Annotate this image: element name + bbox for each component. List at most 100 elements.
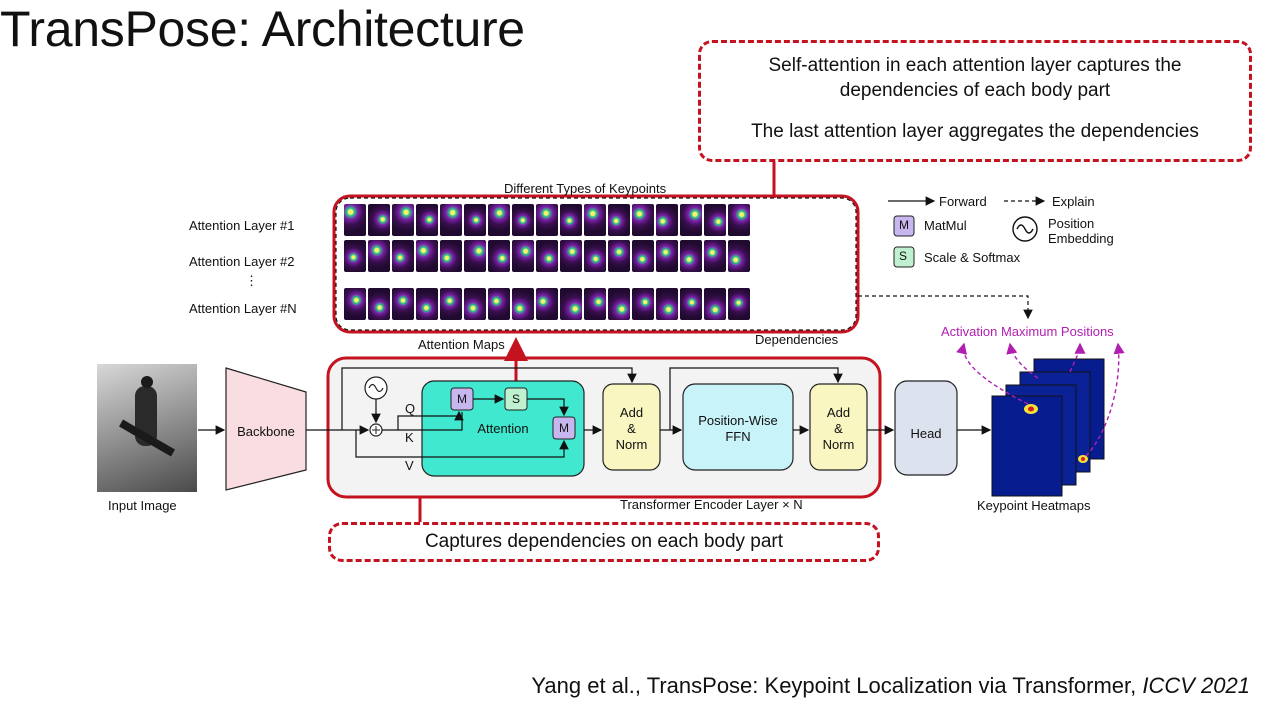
attention-map-thumbnail <box>488 240 510 272</box>
q-label: Q <box>405 401 416 416</box>
attention-map-thumbnail <box>392 240 414 272</box>
attention-map-thumbnail <box>440 204 462 236</box>
callout-bottom-text: Captures dependencies on each body part <box>424 531 784 552</box>
callout-self-attention: Self-attention in each attention layer c… <box>698 40 1252 162</box>
matmul-letter-1: M <box>457 392 467 406</box>
explain-arrow <box>858 295 1033 320</box>
head-label: Head <box>910 426 942 441</box>
legend-embedding: Embedding <box>1048 231 1114 246</box>
activation-positions-label: Activation Maximum Positions <box>941 324 1114 339</box>
attention-map-thumbnail <box>512 240 534 272</box>
attention-map-thumbnail <box>536 288 558 320</box>
legend-matmul: MatMul <box>924 218 967 233</box>
attention-map-thumbnail <box>680 240 702 272</box>
callout-captures-dependencies: Captures dependencies on each body part <box>328 522 880 562</box>
attention-map-thumbnail <box>656 204 678 236</box>
attention-map-thumbnail <box>560 288 582 320</box>
attention-map-thumbnail <box>464 204 486 236</box>
attention-map-thumbnail <box>512 204 534 236</box>
matmul-letter-2: M <box>559 421 569 435</box>
attention-map-thumbnail <box>680 288 702 320</box>
attention-layer-2-label: Attention Layer #2 <box>189 254 295 269</box>
attention-map-thumbnail <box>704 204 726 236</box>
attention-maps-highlight <box>332 194 860 334</box>
attention-map-thumbnail <box>464 288 486 320</box>
attention-layer-n-label: Attention Layer #N <box>189 301 297 316</box>
softmax-letter: S <box>511 392 520 406</box>
attention-map-thumbnail <box>416 240 438 272</box>
slide-title: TransPose: Architecture <box>0 1 525 57</box>
different-keypoints-label: Different Types of Keypoints <box>504 181 667 196</box>
attention-map-thumbnail <box>416 288 438 320</box>
attention-map-thumbnail <box>608 240 630 272</box>
input-image-label: Input Image <box>108 498 177 513</box>
attention-map-thumbnail <box>392 204 414 236</box>
attention-map-thumbnail <box>440 288 462 320</box>
attention-map-thumbnail <box>680 204 702 236</box>
callout-top-line-3: The last attention layer aggregates the … <box>751 121 1199 142</box>
attention-map-thumbnail <box>584 240 606 272</box>
backbone-label: Backbone <box>237 424 295 439</box>
legend-position: Position <box>1048 216 1095 231</box>
attention-map-thumbnail <box>728 240 750 272</box>
attention-map-thumbnail <box>656 288 678 320</box>
attention-map-thumbnail <box>416 204 438 236</box>
vertical-ellipsis: ⋮ <box>245 273 258 288</box>
attention-map-thumbnail <box>536 204 558 236</box>
dependencies-label: Dependencies <box>755 332 839 347</box>
attention-map-thumbnail <box>704 288 726 320</box>
add-norm-label-1: Add&Norm <box>615 405 648 452</box>
legend-forward: Forward <box>939 194 987 209</box>
attention-map-thumbnail <box>512 288 534 320</box>
v-label: V <box>405 458 414 473</box>
attention-map-thumbnail <box>440 240 462 272</box>
attention-map-thumbnail <box>368 204 390 236</box>
add-norm-block-1 <box>602 383 661 471</box>
legend-scale-softmax: Scale & Softmax <box>924 250 1021 265</box>
ffn-block <box>682 383 794 471</box>
legend-s-letter: S <box>899 249 908 263</box>
attention-map-thumbnail <box>536 240 558 272</box>
attention-map-thumbnail <box>392 288 414 320</box>
attention-map-thumbnail <box>368 288 390 320</box>
citation: Yang et al., TransPose: Keypoint Localiz… <box>531 673 1250 699</box>
attention-map-thumbnail <box>728 204 750 236</box>
attention-map-row-n <box>344 288 750 320</box>
attention-map-thumbnail <box>464 240 486 272</box>
attention-map-thumbnail <box>488 288 510 320</box>
attention-map-thumbnail <box>656 240 678 272</box>
citation-venue: ICCV 2021 <box>1142 673 1250 698</box>
keypoint-heatmaps-label: Keypoint Heatmaps <box>977 498 1091 513</box>
legend-explain: Explain <box>1052 194 1095 209</box>
backbone-block <box>225 367 307 491</box>
encoder-layer-label: Transformer Encoder Layer × N <box>620 497 803 512</box>
callout-top-line-2: dependencies of each body part <box>839 80 1111 101</box>
attention-map-thumbnail <box>728 288 750 320</box>
k-label: K <box>405 430 414 445</box>
attention-map-thumbnail <box>632 288 654 320</box>
head-block <box>894 380 958 476</box>
input-image-photo <box>97 364 197 492</box>
attention-map-thumbnail <box>632 240 654 272</box>
attention-map-thumbnail <box>488 204 510 236</box>
attention-maps-dashed-frame <box>335 197 857 331</box>
attention-map-thumbnail <box>584 204 606 236</box>
add-norm-label-2: Add&Norm <box>822 405 855 452</box>
attention-map-thumbnail <box>632 204 654 236</box>
attention-map-row-2 <box>344 240 750 272</box>
add-norm-block-2 <box>809 383 868 471</box>
attention-map-thumbnail <box>560 204 582 236</box>
attention-map-thumbnail <box>344 204 366 236</box>
attention-map-thumbnail <box>560 240 582 272</box>
attention-map-thumbnail <box>368 240 390 272</box>
matmul-box-2 <box>552 416 576 440</box>
attention-maps-label: Attention Maps <box>418 337 505 352</box>
attention-layer-1-label: Attention Layer #1 <box>189 218 295 233</box>
attention-map-thumbnail <box>584 288 606 320</box>
legend-m-letter: M <box>899 218 909 232</box>
attention-map-row-1 <box>344 204 750 236</box>
attention-map-thumbnail <box>608 288 630 320</box>
citation-text: Yang et al., TransPose: Keypoint Localiz… <box>531 673 1143 698</box>
